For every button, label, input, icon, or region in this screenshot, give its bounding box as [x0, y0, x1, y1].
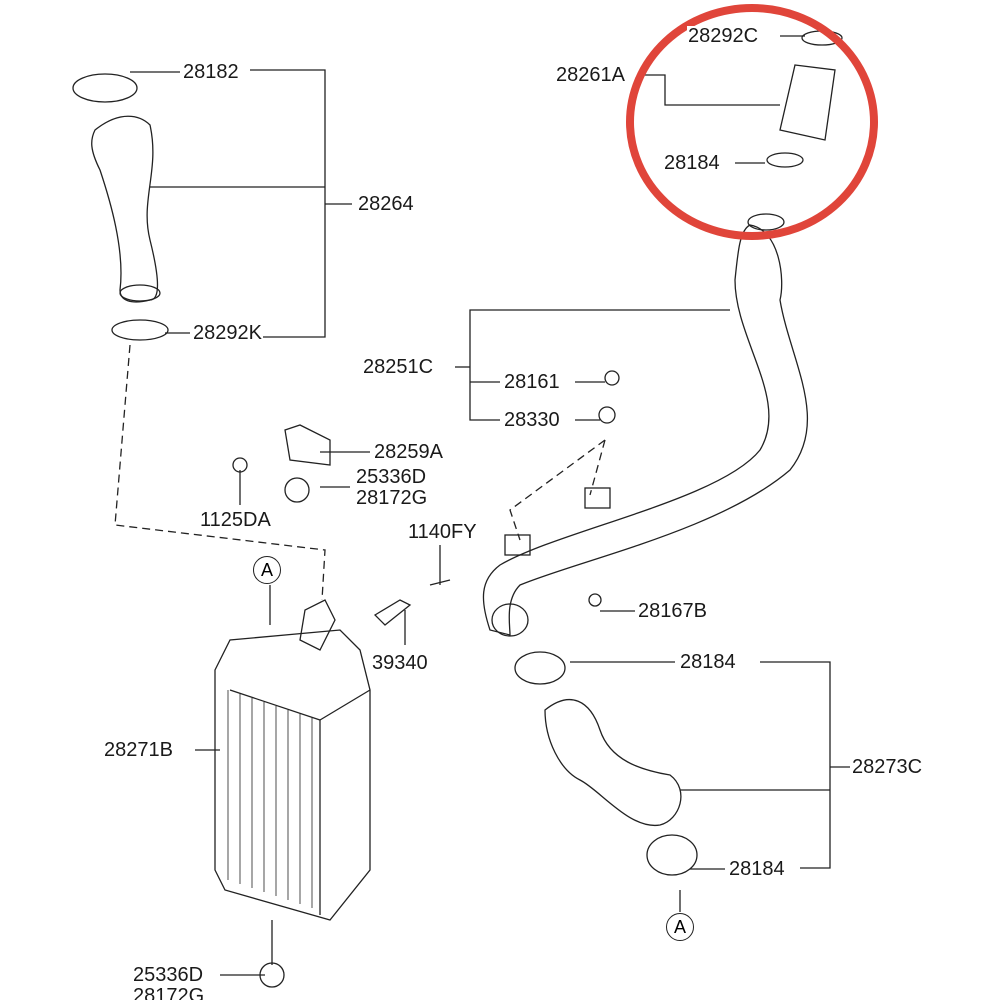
reference-marker-a-bottom: A: [666, 913, 694, 941]
lower-right-hose: [514, 651, 698, 876]
part-label-28292k: 28292K: [192, 322, 263, 344]
part-label-28184-bottom: 28184: [728, 858, 786, 880]
upper-left-hose: [72, 73, 169, 341]
intercooler: [214, 370, 620, 988]
main-pipe: [482, 213, 809, 637]
part-label-28184-mid: 28184: [679, 651, 737, 673]
leader-lines: [114, 35, 850, 976]
part-label-28251c: 28251C: [362, 356, 435, 378]
part-label-28184-top: 28184: [663, 152, 721, 174]
part-label-28261a: 28261A: [555, 64, 626, 86]
part-label-28271b: 28271B: [103, 739, 174, 761]
part-label-28330: 28330: [503, 409, 561, 431]
part-label-28292c: 28292C: [687, 25, 760, 47]
part-label-28273c: 28273C: [851, 756, 924, 778]
part-label-28182: 28182: [182, 61, 240, 83]
part-label-28167b: 28167B: [637, 600, 708, 622]
part-label-1125da: 1125DA: [199, 509, 272, 531]
part-label-28172g-bottom: 28172G: [132, 986, 206, 1000]
part-label-28259a: 28259A: [373, 441, 444, 463]
part-label-1140fy: 1140FY: [407, 521, 478, 543]
part-label-28172g: 28172G: [355, 487, 429, 509]
part-label-25336d-bottom: 25336D: [132, 964, 205, 986]
highlight-circle: [626, 4, 878, 240]
part-label-39340: 39340: [371, 652, 429, 674]
part-label-28264: 28264: [357, 193, 415, 215]
part-label-25336d: 25336D: [355, 466, 428, 488]
reference-marker-a-top: A: [253, 556, 281, 584]
part-label-28161: 28161: [503, 371, 561, 393]
top-right-hose: [766, 30, 843, 168]
